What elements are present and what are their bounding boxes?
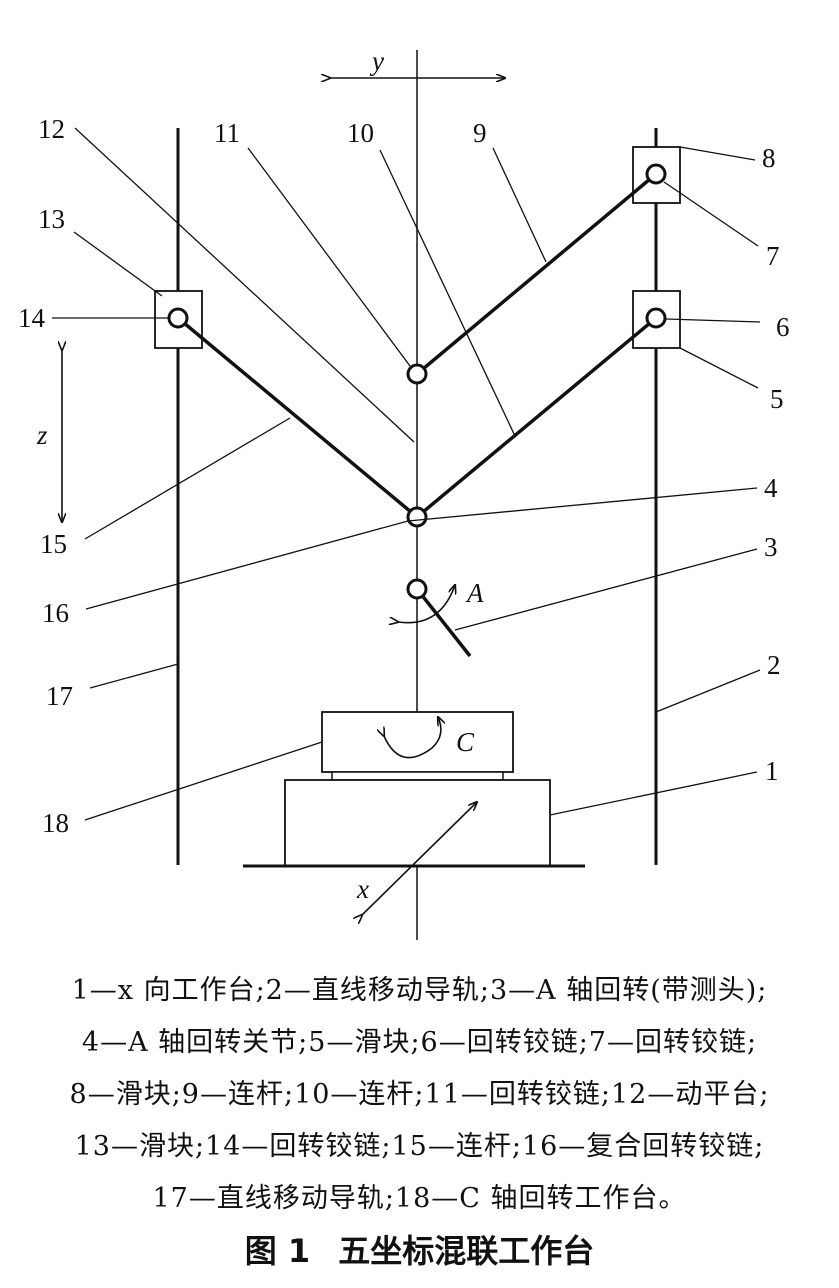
leader-7	[663, 181, 759, 247]
probe-rod	[415, 587, 472, 658]
part-label-11: 11	[214, 118, 240, 148]
mechanism-diagram: y z A C x	[18, 46, 790, 940]
x-table	[284, 779, 551, 867]
leader-13	[73, 231, 163, 297]
y-axis-label: y	[369, 46, 384, 76]
part-label-6: 6	[776, 312, 790, 342]
c-rotary-table	[321, 711, 514, 773]
c-axis-label: C	[456, 727, 475, 757]
slider-8	[632, 146, 681, 204]
caption-line-5: 17—直线移动导轨;18—C 轴回转工作台。	[152, 1183, 687, 1214]
x-axis-label: x	[356, 874, 369, 904]
leader-4	[407, 487, 758, 522]
part-label-17: 17	[46, 681, 73, 711]
hinge-7	[645, 163, 667, 185]
part-label-10: 10	[347, 118, 374, 148]
part-label-2: 2	[767, 650, 781, 680]
leader-6	[665, 318, 761, 323]
z-axis-label: z	[36, 420, 48, 450]
link-15	[176, 316, 419, 519]
figure-number: 图 1	[244, 1232, 311, 1270]
hinge-16	[406, 506, 428, 528]
figure-title-text: 五坐标混联工作台	[338, 1232, 595, 1270]
x-axis-arrow	[362, 802, 477, 915]
caption-line-3: 8—滑块;9—连杆;10—连杆;11—回转铰链;12—动平台;	[69, 1079, 770, 1110]
figure-title: 图 1 五坐标混联工作台	[0, 1226, 839, 1272]
part-label-15: 15	[40, 529, 67, 559]
leader-8	[679, 146, 756, 161]
leader-16	[85, 520, 409, 610]
leader-5	[679, 347, 759, 389]
leader-12	[74, 127, 415, 443]
caption-line-4: 13—滑块;14—回转铰链;15—连杆;16—复合回转铰链;	[74, 1131, 765, 1162]
hinge-11	[406, 363, 428, 385]
part-label-16: 16	[42, 598, 69, 628]
link-10	[415, 316, 658, 519]
leader-18	[84, 741, 323, 821]
hinge-14	[167, 307, 189, 329]
part-label-3: 3	[764, 532, 778, 562]
link-9	[415, 172, 658, 376]
part-label-8: 8	[762, 143, 776, 173]
part-label-13: 13	[38, 204, 65, 234]
leader-15	[84, 417, 291, 540]
part-label-1: 1	[765, 756, 779, 786]
leader-3	[454, 548, 758, 631]
hinge-6	[645, 307, 667, 329]
part-label-7: 7	[766, 241, 780, 271]
part-label-12: 12	[38, 114, 65, 144]
part-label-4: 4	[764, 473, 778, 503]
caption-line-1: 1—x 向工作台;2—直线移动导轨;3—A 轴回转(带测头);	[71, 975, 768, 1006]
part-label-9: 9	[473, 118, 487, 148]
rotary-table-base	[331, 771, 504, 781]
part-label-18: 18	[42, 808, 69, 838]
caption-line-2: 4—A 轴回转关节;5—滑块;6—回转铰链;7—回转铰链;	[81, 1027, 758, 1058]
joint-4	[406, 578, 428, 600]
c-rotation-arrow	[384, 717, 441, 759]
part-label-14: 14	[18, 303, 46, 333]
a-axis-label: A	[465, 578, 484, 608]
part-label-5: 5	[770, 384, 784, 414]
a-rotation-arrow	[398, 585, 455, 623]
leader-9	[492, 147, 547, 263]
leader-10	[379, 149, 516, 437]
leader-11	[247, 147, 411, 367]
leader-1	[549, 771, 758, 816]
leader-17	[89, 663, 179, 689]
leader-2	[655, 669, 761, 713]
